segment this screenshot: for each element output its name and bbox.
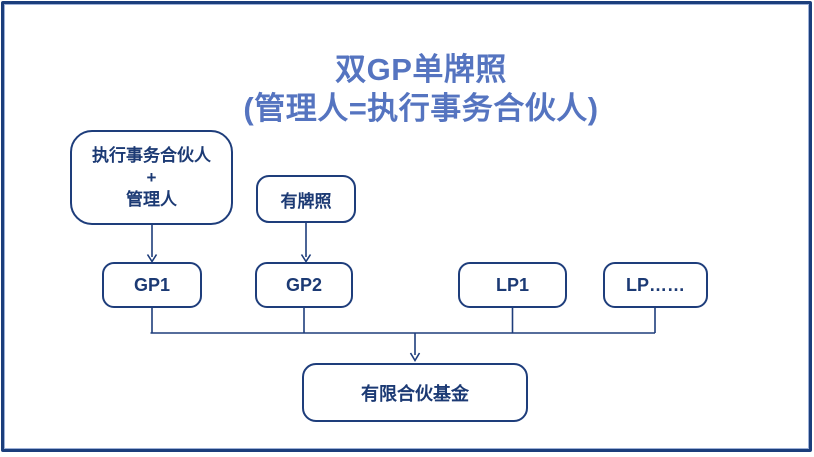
node-limited-partnership-fund: 有限合伙基金 — [302, 363, 528, 422]
arrow-licensed-to-gp2-head — [300, 254, 312, 263]
node-licensed: 有牌照 — [256, 175, 356, 223]
node-lp1: LP1 — [458, 262, 567, 308]
arrow-bus-to-fund-head — [409, 352, 421, 363]
node-executive-partner-manager: 执行事务合伙人 + 管理人 — [70, 130, 233, 225]
diagram-title-line1: 双GP单牌照 — [335, 52, 507, 87]
node-lp-more: LP…… — [603, 262, 708, 308]
arrow-efp-to-gp1-head — [146, 254, 158, 263]
node-gp2: GP2 — [255, 262, 353, 308]
diagram-title-line2: (管理人=执行事务合伙人) — [243, 91, 599, 126]
node-gp1: GP1 — [102, 262, 202, 308]
diagram-title: 双GP单牌照 (管理人=执行事务合伙人) — [28, 50, 814, 128]
